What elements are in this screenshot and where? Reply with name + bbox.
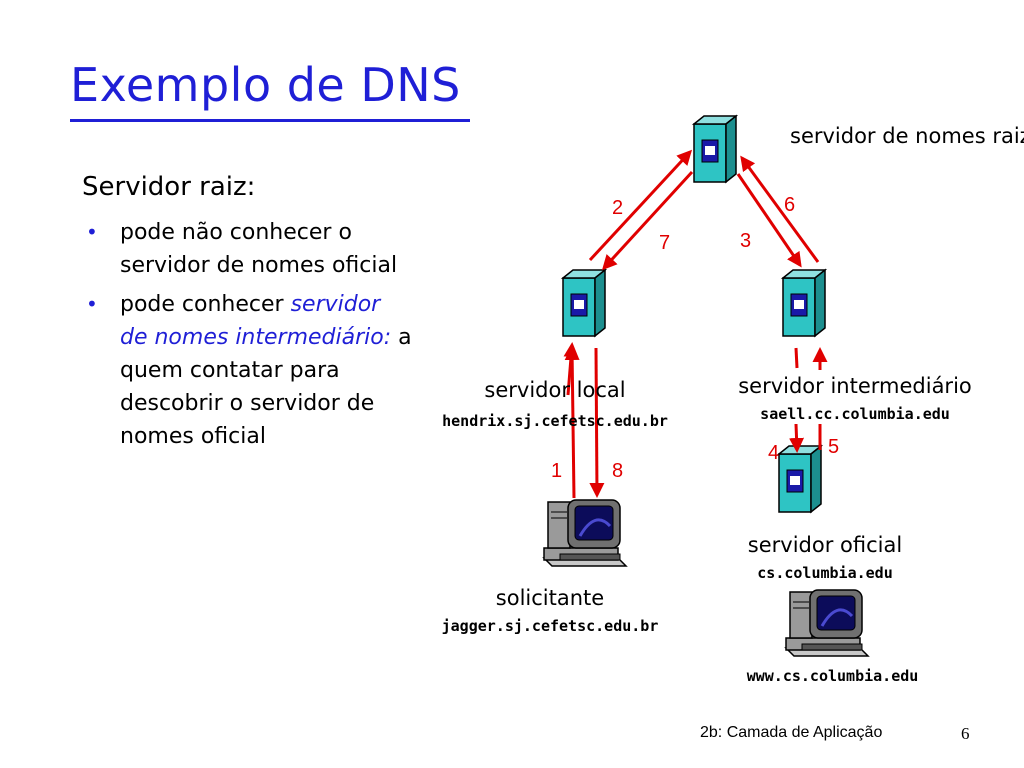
bullet-text-pre: pode conhecer — [120, 292, 291, 317]
page-number: 6 — [961, 724, 970, 743]
local-server-label: servidor local — [484, 378, 626, 402]
arrow-step-1b — [564, 345, 580, 499]
intermediate-server-label: servidor intermediário — [738, 374, 972, 398]
step-number: 8 — [612, 460, 624, 482]
bullet-dot: • — [86, 220, 98, 244]
requester-host: jagger.sj.cefetsc.edu.br — [441, 617, 659, 635]
requester-label: solicitante — [495, 586, 605, 610]
intermediate-server-icon — [782, 269, 826, 337]
requester-computer-icon — [542, 498, 628, 568]
step-number: 5 — [828, 436, 840, 458]
bullet-text: pode não conhecer o servidor de nomes of… — [120, 220, 398, 278]
bullet-item: • pode conhecer servidor de nomes interm… — [82, 288, 412, 453]
web-host-computer-icon — [784, 588, 870, 658]
arrow-step-2 — [588, 149, 693, 262]
arrow-step-7 — [601, 170, 694, 271]
root-server-label: servidor de nomes raiz — [790, 124, 1024, 148]
bullet-list: • pode não conhecer o servidor de nomes … — [82, 216, 412, 459]
step-number: 6 — [784, 194, 796, 216]
local-server-host: hendrix.sj.cefetsc.edu.br — [442, 412, 668, 430]
bullet-dot: • — [86, 292, 98, 316]
local-server-icon — [562, 269, 606, 337]
arrow-step-6 — [740, 155, 820, 263]
bullet-text-emphasis: servidor de nomes intermediário: — [120, 292, 392, 350]
arrow-step-8 — [589, 347, 605, 498]
arrow-step-4 — [789, 423, 805, 453]
step-number: 1 — [551, 460, 563, 482]
bullet-text-post: a quem contatar para descobrir o servido… — [120, 325, 412, 449]
title-underline — [70, 119, 470, 122]
authoritative-server-label: servidor oficial — [747, 533, 903, 557]
root-server-icon — [693, 115, 737, 183]
step-number: 2 — [612, 197, 624, 219]
arrow-inter-stub — [794, 347, 799, 369]
bullet-item: • pode não conhecer o servidor de nomes … — [82, 216, 412, 282]
intermediate-server-host: saell.cc.columbia.edu — [760, 405, 950, 423]
slide-subtitle: Servidor raiz: — [82, 172, 256, 202]
step-number: 3 — [740, 230, 752, 252]
step-number: 4 — [768, 442, 780, 464]
authoritative-server-icon — [778, 445, 822, 513]
web-host-name: www.cs.columbia.edu — [746, 667, 919, 685]
slide-title: Exemplo de DNS — [70, 58, 461, 112]
step-number: 7 — [659, 232, 671, 254]
slide-footer: 2b: Camada de Aplicação — [700, 724, 883, 741]
arrow-step-3 — [736, 173, 802, 268]
authoritative-server-host: cs.columbia.edu — [757, 564, 893, 582]
